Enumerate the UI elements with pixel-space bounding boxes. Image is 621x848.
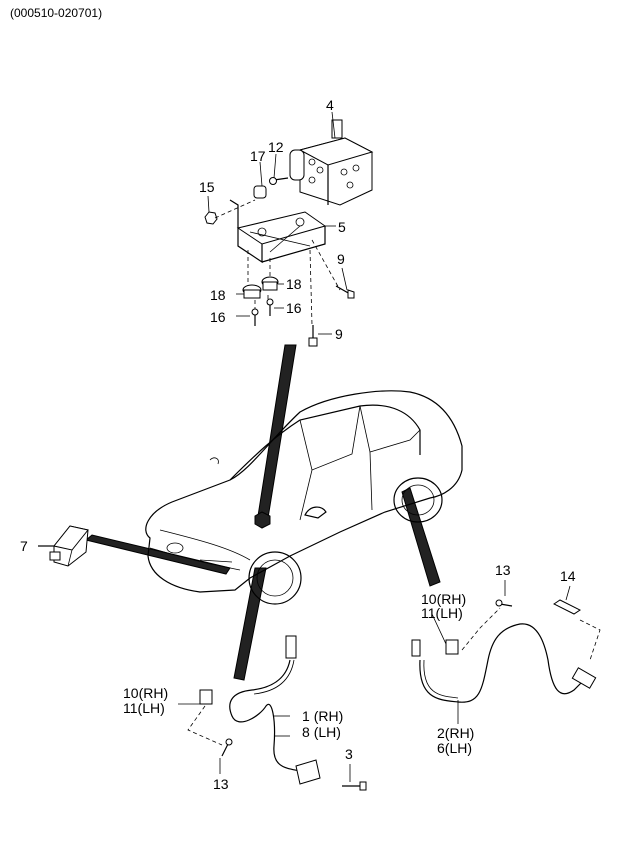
callout-2: 2(RH) [437,726,474,740]
callout-6-side: (LH) [444,740,473,756]
bolt-16-left [251,308,259,326]
grommet-18-left [242,284,262,299]
rear-wheel-sensor [411,599,601,724]
callout-2-side: (RH) [444,725,475,741]
callout-17: 17 [250,148,266,164]
callout-10-front-side: (RH) [138,685,169,701]
callout-11-front-number: 11 [123,700,138,716]
grommet-18-right [261,276,279,291]
callout-16-left: 16 [210,309,226,325]
callout-13-rear: 13 [495,562,511,578]
front-wheel-sensor [178,635,367,791]
callout-7: 7 [20,538,28,554]
bolt-16-right [266,298,274,316]
callout-8-number: 8 [302,724,310,740]
callout-11-rear-side: (LH) [435,605,463,621]
bolt-9-lower [308,325,318,347]
callout-11-front-side: (LH) [137,700,165,716]
callout-9-upper: 9 [337,251,345,267]
callout-2-number: 2 [437,725,445,741]
callout-12: 12 [268,139,284,155]
callout-16-right: 16 [286,300,302,316]
callout-11-rear: 11(LH) [421,606,463,620]
callout-1-number: 1 [302,708,310,724]
diagram-code: (000510-020701) [10,6,103,20]
callout-1: 1 (RH) [302,709,343,723]
abs-relay-7 [38,525,89,567]
callout-10-rear: 10(RH) [421,592,466,606]
bushing-17 [253,185,267,199]
callout-4: 4 [326,97,334,113]
callout-14: 14 [560,568,576,584]
callout-8-side: (LH) [313,724,341,740]
bolt-9-right [335,285,355,299]
callout-10-front-number: 10 [123,685,139,701]
callout-11-rear-number: 11 [421,605,436,621]
car-illustration [145,390,463,605]
callout-3: 3 [345,746,353,762]
callout-6: 6(LH) [437,741,472,755]
callout-11-front: 11(LH) [123,701,165,715]
callout-9-lower: 9 [335,326,343,342]
callout-10-rear-side: (RH) [436,591,467,607]
callout-15: 15 [199,179,215,195]
callout-6-number: 6 [437,740,445,756]
callout-10-front: 10(RH) [123,686,168,700]
callout-1-side: (RH) [313,708,344,724]
callout-18-right: 18 [286,276,302,292]
abs-hydraulic-unit [289,119,374,206]
bolt-12 [269,177,289,185]
callout-10-rear-number: 10 [421,591,437,607]
callout-8: 8 (LH) [302,725,341,739]
callout-5: 5 [338,219,346,235]
callout-13-front: 13 [213,776,229,792]
callout-18-left: 18 [210,287,226,303]
abs-bracket [229,199,327,264]
